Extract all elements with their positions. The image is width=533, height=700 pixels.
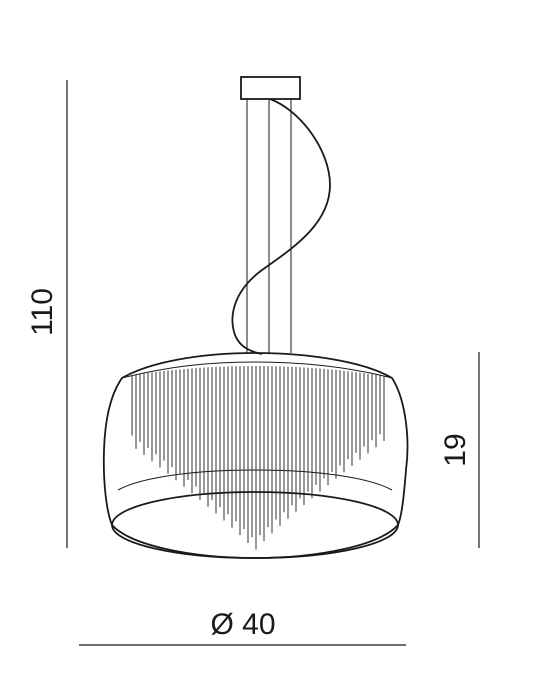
ceiling-canopy [240, 76, 301, 100]
power-cord [231, 98, 331, 355]
shade-inner-glass-edge [117, 469, 393, 491]
total-height-label: 110 [26, 288, 59, 336]
diameter-label: Ø 40 [210, 608, 275, 641]
shade-top-rim [121, 361, 393, 379]
shade-bottom-opening [111, 491, 399, 559]
crystal-strands-group [131, 366, 385, 550]
shade-height-label: 19 [439, 433, 472, 466]
